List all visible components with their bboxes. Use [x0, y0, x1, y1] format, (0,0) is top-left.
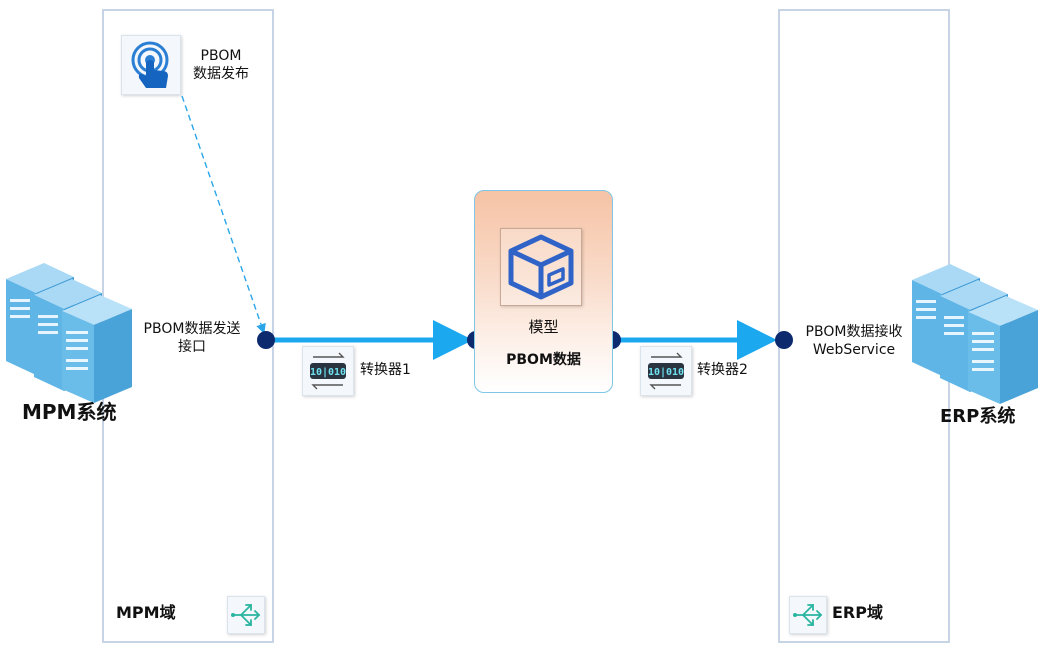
- erp-network-icon-box: [789, 596, 827, 634]
- network-icon: [793, 604, 823, 626]
- model-cube-icon: [508, 234, 574, 300]
- send-interface-line2: 接口: [178, 339, 206, 355]
- send-interface-label: PBOM数据发送 接口: [132, 320, 252, 356]
- touch-icon: [131, 41, 169, 88]
- send-interface-line1: PBOM数据发送: [143, 321, 241, 337]
- receive-interface-label: PBOM数据接收 WebService: [790, 323, 918, 359]
- erp-system-label: ERP系统: [940, 406, 1016, 427]
- send-node: [257, 331, 275, 349]
- converter1-label: 转换器1: [360, 362, 411, 378]
- svg-text:10|010: 10|010: [648, 367, 684, 378]
- svg-text:10|010: 10|010: [310, 367, 346, 378]
- mpm-network-icon-box: [227, 596, 265, 634]
- converter2-icon-box: 10|010: [640, 346, 692, 396]
- publish-icon-box: [121, 35, 181, 95]
- converter1-icon-box: 10|010: [302, 346, 354, 396]
- model-subtitle: PBOM数据: [506, 352, 581, 368]
- converter-icon: 10|010: [310, 352, 346, 390]
- receive-interface-line1: PBOM数据接收: [805, 324, 903, 340]
- receive-node: [775, 331, 793, 349]
- model-icon-box: [500, 228, 582, 306]
- publish-label-line1: PBOM: [200, 48, 242, 64]
- erp-domain-label: ERP域: [832, 603, 883, 622]
- converter-icon: 10|010: [648, 352, 684, 390]
- publish-label: PBOM 数据发布: [183, 47, 259, 83]
- publish-dashed-link: [181, 95, 266, 334]
- network-icon: [231, 604, 261, 626]
- publish-label-line2: 数据发布: [193, 66, 249, 82]
- mpm-server-icon: [6, 263, 132, 403]
- mpm-domain-label: MPM域: [116, 603, 176, 622]
- model-title: 模型: [528, 318, 559, 336]
- erp-server-icon: [912, 264, 1038, 404]
- mpm-system-label: MPM系统: [22, 400, 117, 424]
- receive-interface-line2: WebService: [812, 342, 896, 358]
- converter2-label: 转换器2: [697, 362, 748, 378]
